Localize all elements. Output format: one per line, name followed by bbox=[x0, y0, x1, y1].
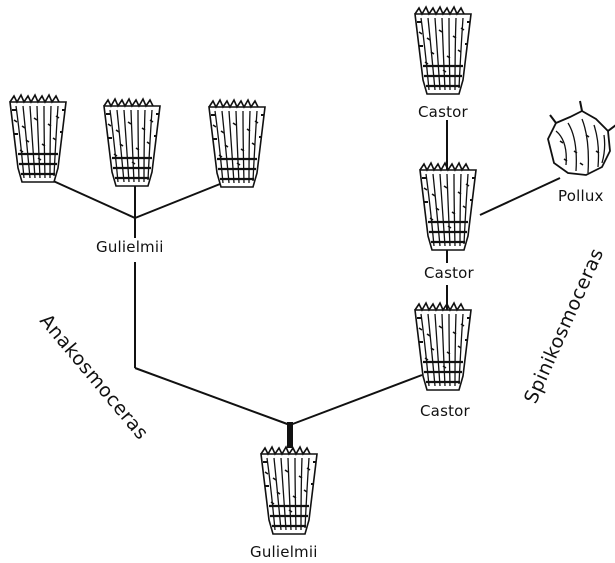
ammonite-fossil bbox=[10, 95, 66, 182]
label-gulielmii-upper: Gulielmii bbox=[96, 238, 164, 256]
ammonite-fossil bbox=[261, 447, 317, 534]
ammonite-fossil bbox=[415, 7, 471, 94]
ammonite-fossil bbox=[548, 101, 615, 175]
ammonite-fossil bbox=[420, 163, 476, 250]
label-pollux: Pollux bbox=[558, 187, 604, 205]
ammonite-fossil bbox=[209, 100, 265, 187]
label-castor-top: Castor bbox=[418, 103, 468, 121]
label-gulielmii-base: Gulielmii bbox=[250, 543, 318, 561]
label-castor-middle: Castor bbox=[424, 264, 474, 282]
label-castor-lower: Castor bbox=[420, 402, 470, 420]
ammonite-fossil bbox=[415, 303, 471, 390]
ammonite-fossil bbox=[104, 99, 160, 186]
